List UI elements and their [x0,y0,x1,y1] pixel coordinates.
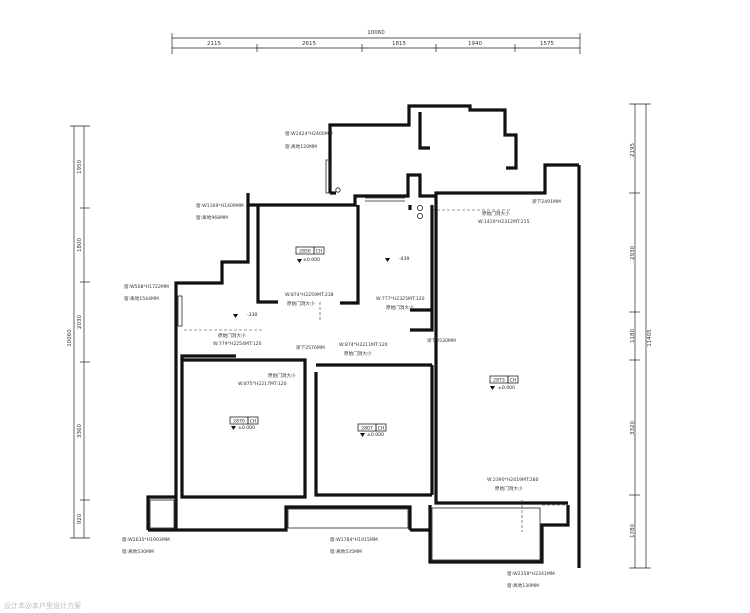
note-win-left1-h: 窗:离地968MM [196,214,228,221]
room-4-elev: ±0.000 [238,425,255,431]
note-door-6: W:2390*H2419MT:280 [487,477,539,483]
note-door-3: W:779*H2254MT:120 [213,341,262,347]
thin-details [149,159,568,561]
note-win-br-h: 窗:离地130MM [507,582,539,589]
left-dim-3: 2030 [77,315,83,329]
note-win-bm: 窗:W1784*H1915MM [330,536,378,543]
room-4-ch: CH [250,419,257,425]
note-win-bl: 窗:W2635*H1903MM [122,536,170,543]
left-total-dim: 10060 [67,329,73,347]
room-5-ch: CH [378,426,385,432]
room-marker-6: 2873 CH ±0.000 [489,375,519,391]
note-door-2: W:777*H2325MT:120 [376,296,425,302]
left-dim-1: 1950 [77,160,83,174]
top-total-dim: 10060 [367,30,385,36]
note-door-5-lbl: 原始门洞大小 [344,350,372,357]
note-door-1-lbl: 原始门洞大小 [287,300,315,307]
room-1-elev: ±0.000 [303,257,320,263]
room-marker-4: 2870 CH ±0.000 [229,416,259,431]
right-dim-2: 2930 [630,246,636,260]
note-win-top: 窗:W1424*H2400MM [285,130,333,137]
room-3-elev: -330 [247,312,258,318]
room-marker-5: 2807 CH ±0.000 [357,423,387,438]
left-dim-2: 1800 [77,238,83,252]
left-dim-5: 920 [77,513,83,524]
note-door-5: W:874*H2211MT:120 [339,342,388,348]
note-door-1: W:874*H2259MT:238 [285,292,334,298]
top-dim-3: 1815 [392,41,406,47]
right-dim-1: 2195 [630,143,636,157]
right-dim-3: 1180 [630,329,636,343]
left-dimension-group: 10060 1950 1800 2030 3360 920 [67,125,90,539]
left-dim-4: 3360 [77,424,83,438]
note-door-r-lbl: 原始门洞大小 [482,210,510,217]
top-dimension-group: 10060 2115 2615 1815 1940 1575 [171,30,581,54]
room-6-height: 2873 [493,378,505,384]
note-win-left1: 窗:W1169*H1409MM [196,202,244,209]
room-4-height: 2870 [233,419,245,425]
note-win-top-h: 窗:离地120MM [285,143,317,150]
room-marker-1: 2850 CH ±0.000 [295,246,325,263]
note-door-2-lbl: 原始门洞大小 [386,304,414,311]
room-5-elev: ±0.000 [367,432,384,438]
right-dim-5: 1780 [630,524,636,538]
note-win-left2: 窗:W568*H1722MM [124,283,169,290]
note-door-6-lbl: 原始门洞大小 [495,485,523,492]
top-dim-4: 1940 [468,41,482,47]
room-marker-2: -439 [385,256,410,262]
note-door-4: W:875*H2217MT:120 [238,381,287,387]
note-win-left2-h: 窗:离地1544MM [124,295,159,302]
room-1-height: 2850 [299,249,311,255]
note-beam-m: 梁下2576MM [296,344,325,351]
room-marker-3: -330 [233,312,258,318]
note-door-r: W:1410*H2312MT:215 [478,219,530,225]
top-dim-2: 2615 [302,41,316,47]
right-dimension-group: 11405 2195 2930 1180 3320 1780 [629,103,653,569]
right-dim-4: 3320 [630,421,636,435]
note-win-bm-h: 窗:离地535MM [330,548,362,555]
top-dim-1: 2115 [207,41,221,47]
room-2-elev: -439 [399,256,410,262]
note-win-br: 窗:W2358*H2341MM [507,570,555,577]
walls [146,104,581,568]
room-6-ch: CH [510,378,517,384]
watermark: 设计本@本户型设计方案 [4,601,81,610]
room-6-elev: ±0.000 [498,385,515,391]
note-beam-c: 梁下2530MM [427,337,456,344]
note-door-4-lbl: 原始门洞大小 [268,372,296,379]
note-beam-r: 梁下2491MM [532,198,561,205]
top-dim-5: 1575 [540,41,554,47]
right-total-dim: 11405 [647,329,653,347]
note-door-3-lbl: 原始门洞大小 [218,332,246,339]
room-5-height: 2807 [361,426,373,432]
note-win-bl-h: 窗:离地530MM [122,548,154,555]
room-1-ch: CH [316,249,323,255]
